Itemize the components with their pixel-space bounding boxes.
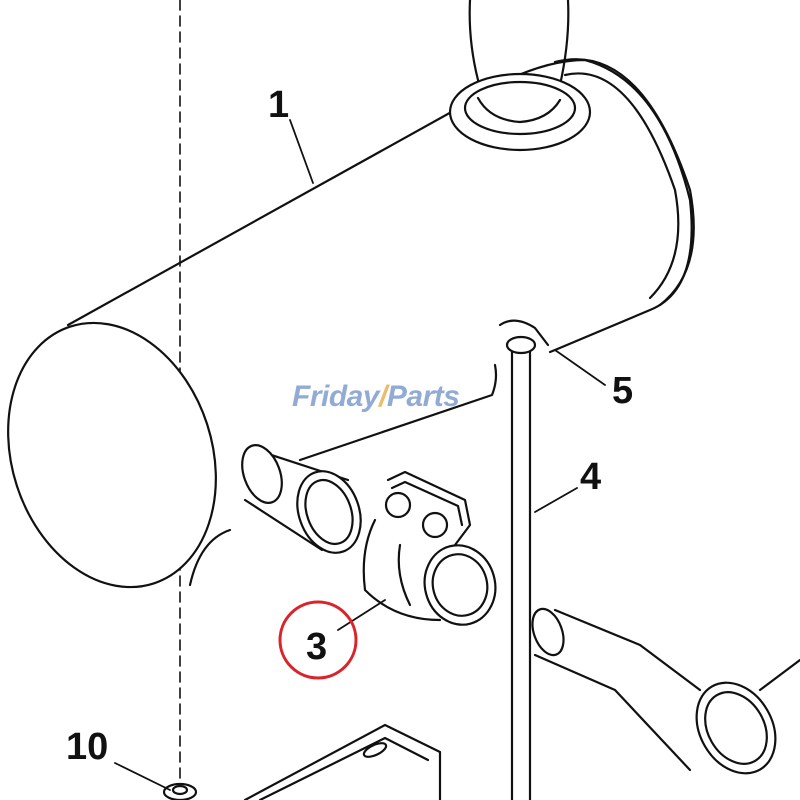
callout-3: 3 (306, 626, 328, 668)
callout-4: 4 (580, 456, 602, 498)
leader-1 (289, 119, 314, 184)
watermark-part1: Friday (292, 380, 380, 413)
support-rod (498, 319, 550, 800)
callout-5: 5 (612, 370, 634, 412)
watermark-slash: / (379, 380, 387, 413)
callout-10: 10 (66, 726, 109, 768)
leader-4 (534, 487, 578, 513)
leader-5 (554, 349, 606, 386)
inlet-stub (241, 444, 362, 554)
watermark-part3: Parts (386, 380, 460, 413)
exhaust-tube (531, 607, 800, 775)
bracket (243, 723, 442, 800)
clamp (362, 470, 497, 626)
outlet-pipe (448, 0, 592, 152)
leader-3 (337, 599, 386, 631)
highlight-circle (278, 600, 358, 680)
callout-1: 1 (268, 84, 290, 126)
fastener-10 (162, 782, 198, 800)
leader-10 (114, 762, 171, 791)
watermark-logo: Friday/Parts (292, 380, 460, 414)
